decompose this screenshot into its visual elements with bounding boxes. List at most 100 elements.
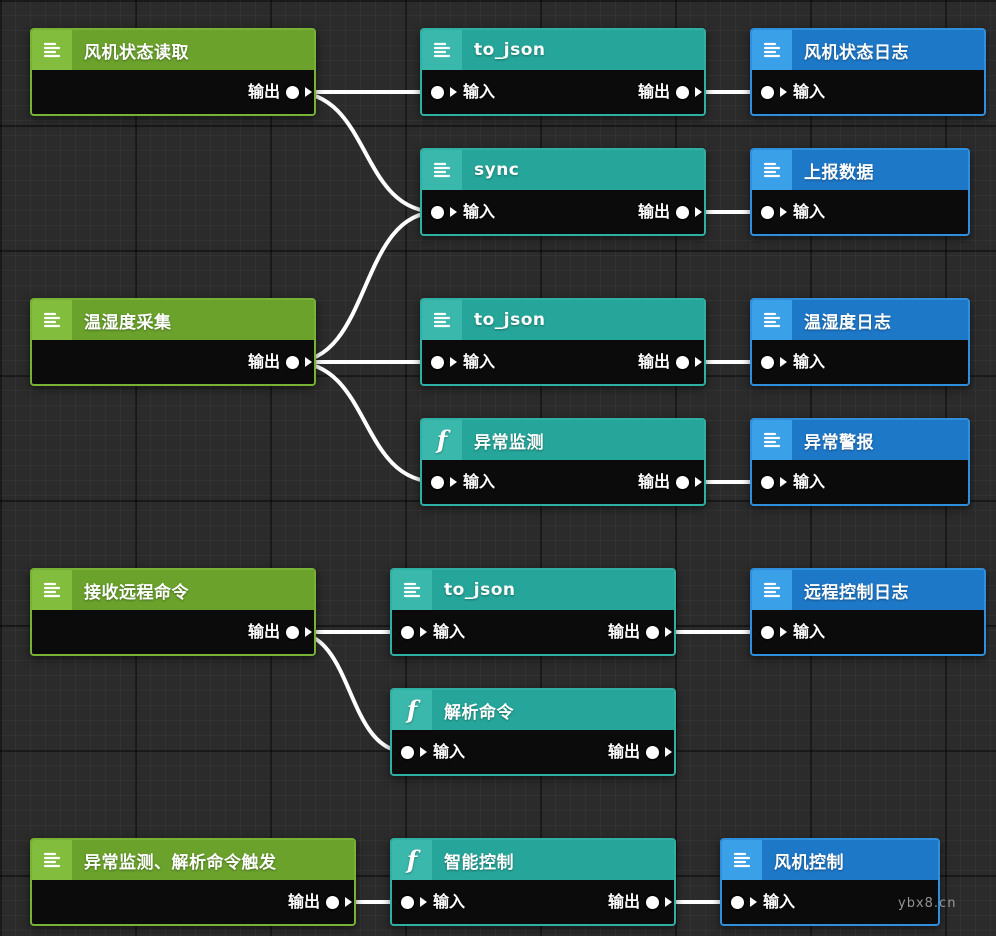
output-port-dot[interactable] — [646, 745, 659, 759]
input-port[interactable]: 输入 — [401, 744, 465, 760]
list-icon — [32, 840, 72, 880]
node-fan-status-log[interactable]: 风机状态日志输入 — [750, 28, 986, 116]
output-port[interactable]: 输出 — [248, 354, 312, 370]
list-icon — [752, 570, 792, 610]
input-port-dot[interactable] — [761, 625, 774, 639]
output-port[interactable]: 输出 — [638, 84, 702, 100]
node-anomaly-alert[interactable]: 异常警报输入 — [750, 418, 970, 506]
node-header: to_json — [392, 570, 674, 610]
node-title: 风机状态读取 — [84, 42, 189, 63]
node-fan-ctrl[interactable]: 风机控制输入 — [720, 838, 940, 926]
input-port-dot[interactable] — [431, 355, 444, 369]
output-port-dot[interactable] — [676, 205, 689, 219]
list-icon — [392, 570, 432, 610]
node-header: to_json — [422, 300, 704, 340]
port-label: 输入 — [433, 892, 466, 911]
function-icon: f — [422, 420, 462, 460]
output-port-dot[interactable] — [676, 85, 689, 99]
input-port[interactable]: 输入 — [431, 474, 495, 490]
node-title: 温湿度日志 — [804, 312, 892, 333]
output-port[interactable]: 输出 — [638, 204, 702, 220]
input-port[interactable]: 输入 — [761, 204, 825, 220]
port-label: 输出 — [637, 202, 670, 221]
input-port-dot[interactable] — [731, 895, 744, 909]
wire-temp-humidity-read-to-anomaly-detect[interactable] — [290, 360, 440, 484]
node-fan-status-read[interactable]: 风机状态读取输出 — [30, 28, 316, 116]
input-port-dot[interactable] — [401, 895, 414, 909]
node-trigger[interactable]: 异常监测、解析命令触发输出 — [30, 838, 356, 926]
node-temp-humidity-read[interactable]: 温湿度采集输出 — [30, 298, 316, 386]
node-body: 输入 输出 — [422, 340, 704, 384]
node-to-json-2[interactable]: to_json 输入 输出 — [420, 298, 706, 386]
node-body: 输出 — [32, 340, 314, 384]
input-port-dot[interactable] — [431, 85, 444, 99]
input-port-dot[interactable] — [431, 475, 444, 489]
output-port-dot[interactable] — [676, 475, 689, 489]
output-port[interactable]: 输出 — [608, 744, 672, 760]
input-port[interactable]: 输入 — [761, 84, 825, 100]
node-body: 输出 — [32, 880, 354, 924]
output-port[interactable]: 输出 — [638, 474, 702, 490]
port-arrow-icon — [665, 627, 672, 637]
node-header: 温湿度日志 — [752, 300, 968, 340]
output-port[interactable]: 输出 — [608, 894, 672, 910]
output-port-dot[interactable] — [646, 625, 659, 639]
input-port-dot[interactable] — [401, 625, 414, 639]
input-port[interactable]: 输入 — [431, 204, 495, 220]
node-report-data[interactable]: 上报数据输入 — [750, 148, 970, 236]
input-port[interactable]: 输入 — [731, 894, 795, 910]
input-port[interactable]: 输入 — [401, 624, 465, 640]
output-port-dot[interactable] — [676, 355, 689, 369]
output-port-dot[interactable] — [286, 355, 299, 369]
node-remote-ctrl-log[interactable]: 远程控制日志输入 — [750, 568, 986, 656]
input-port-dot[interactable] — [761, 475, 774, 489]
port-arrow-icon — [450, 207, 457, 217]
output-port[interactable]: 输出 — [248, 624, 312, 640]
function-icon: f — [392, 690, 432, 730]
input-port[interactable]: 输入 — [761, 474, 825, 490]
input-port[interactable]: 输入 — [761, 354, 825, 370]
port-arrow-icon — [345, 897, 352, 907]
input-port-dot[interactable] — [761, 85, 774, 99]
port-arrow-icon — [305, 357, 312, 367]
port-arrow-icon — [780, 207, 787, 217]
node-body: 输入 — [752, 70, 984, 114]
output-port-dot[interactable] — [286, 625, 299, 639]
input-port[interactable]: 输入 — [431, 354, 495, 370]
input-port-dot[interactable] — [761, 205, 774, 219]
output-port[interactable]: 输出 — [248, 84, 312, 100]
output-port[interactable]: 输出 — [608, 624, 672, 640]
input-port-dot[interactable] — [401, 745, 414, 759]
node-to-json-3[interactable]: to_json 输入 输出 — [390, 568, 676, 656]
list-icon — [422, 30, 462, 70]
wire-fan-status-read-to-sync[interactable] — [290, 90, 440, 214]
node-temp-humidity-log[interactable]: 温湿度日志输入 — [750, 298, 970, 386]
port-label: 输入 — [433, 742, 466, 761]
output-port-dot[interactable] — [286, 85, 299, 99]
port-label: 输出 — [287, 892, 320, 911]
port-label: 输出 — [607, 622, 640, 641]
input-port[interactable]: 输入 — [761, 624, 825, 640]
output-port-dot[interactable] — [646, 895, 659, 909]
node-header: 远程控制日志 — [752, 570, 984, 610]
port-label: 输出 — [607, 892, 640, 911]
input-port-dot[interactable] — [431, 205, 444, 219]
input-port-dot[interactable] — [761, 355, 774, 369]
port-label: 输出 — [637, 82, 670, 101]
wire-temp-humidity-read-to-sync[interactable] — [290, 210, 440, 364]
port-label: 输入 — [793, 82, 826, 101]
input-port[interactable]: 输入 — [401, 894, 465, 910]
output-port-dot[interactable] — [326, 895, 339, 909]
output-port[interactable]: 输出 — [288, 894, 352, 910]
output-port[interactable]: 输出 — [638, 354, 702, 370]
input-port[interactable]: 输入 — [431, 84, 495, 100]
node-recv-remote-cmd[interactable]: 接收远程命令输出 — [30, 568, 316, 656]
